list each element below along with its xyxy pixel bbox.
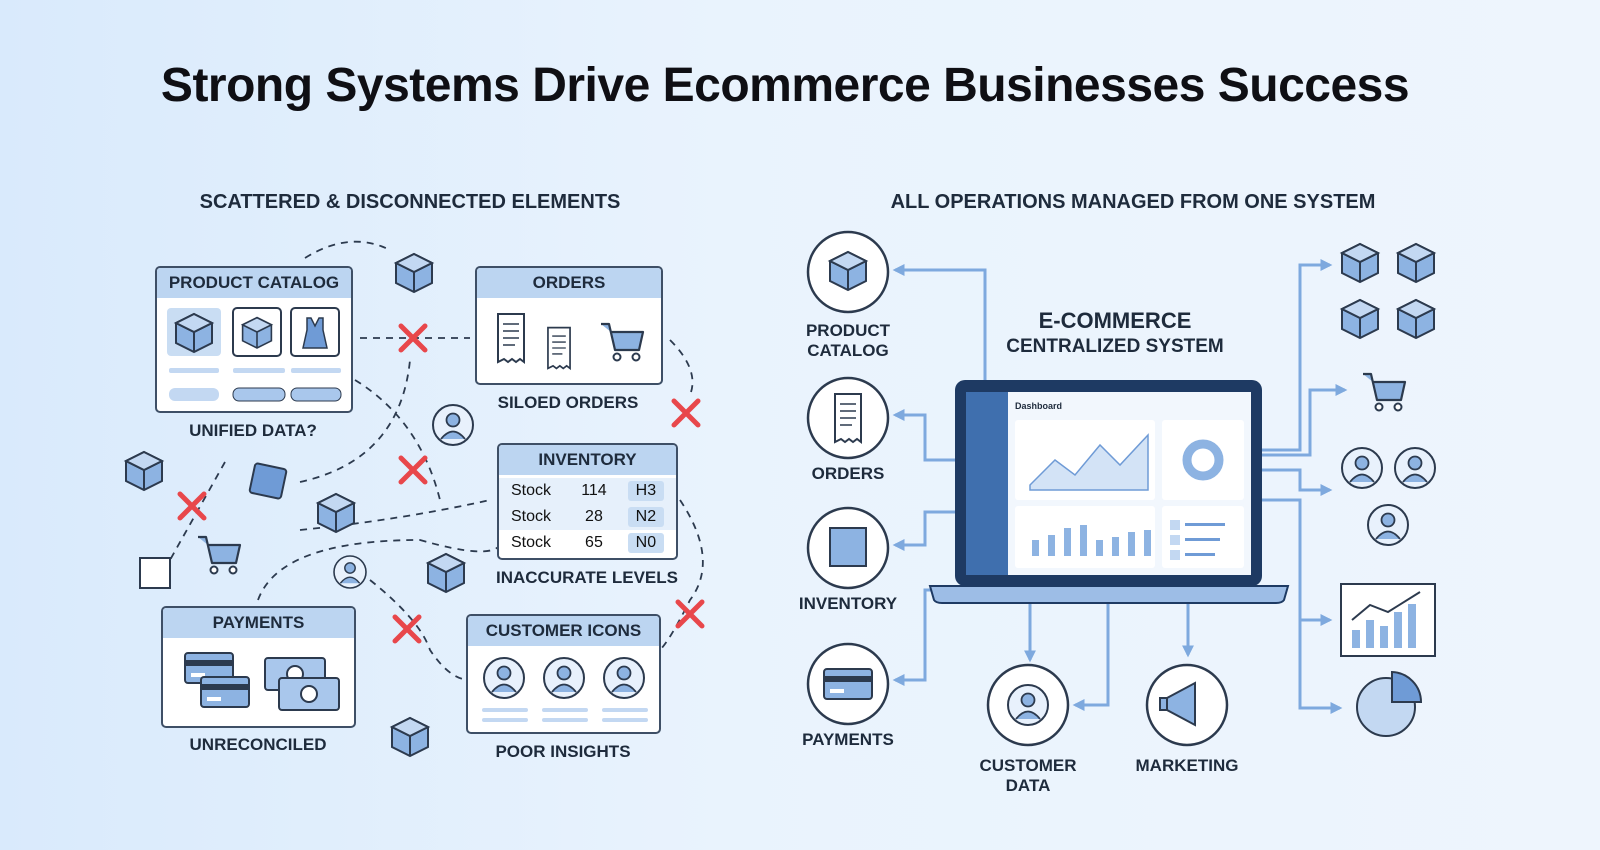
card-title: ORDERS [477, 268, 661, 298]
module-label-payments: PAYMENTS [802, 730, 894, 749]
customer-avatars [482, 657, 648, 722]
row-value: 28 [585, 508, 603, 525]
person-icon [1007, 684, 1049, 726]
person-icon [432, 404, 474, 446]
box-icon [1341, 299, 1379, 339]
left-heading: SCATTERED & DISCONNECTED ELEMENTS [199, 191, 621, 213]
product-thumbnails [167, 307, 342, 402]
person-icon [1394, 447, 1436, 489]
row-value: 114 [581, 482, 607, 499]
product-catalog-card: PRODUCT CATALOG [155, 266, 353, 413]
cash-icon [278, 677, 340, 711]
orders-caption: SILOED ORDERS [497, 393, 639, 412]
cart-icon [196, 535, 242, 575]
row-label: Stock [511, 534, 552, 551]
card-title: CUSTOMER ICONS [468, 616, 659, 646]
payments-caption: UNRECONCILED [189, 735, 327, 754]
laptop-base [928, 585, 1290, 604]
person-icon [603, 657, 645, 699]
x-mark-icon [395, 617, 419, 641]
order-items [497, 313, 645, 370]
system-title: E-COMMERCE [1038, 308, 1192, 333]
row-code: N0 [627, 533, 665, 553]
inventory-row: Stock 114 H3 [499, 478, 676, 504]
customers-caption: POOR INSIGHTS [495, 742, 631, 761]
inventory-row: Stock 65 N0 [499, 530, 676, 556]
dashboard-title: Dashboard [1015, 401, 1063, 411]
package-icon [829, 527, 867, 567]
payment-items [184, 652, 340, 711]
row-code: H3 [627, 481, 665, 501]
receipt-icon [497, 313, 525, 363]
box-icon [1397, 299, 1435, 339]
box-icon [1397, 243, 1435, 283]
cart-icon [1361, 372, 1407, 412]
dashboard-sidebar [966, 392, 1008, 575]
payments-card: PAYMENTS [161, 606, 356, 728]
row-label: Stock [511, 508, 552, 525]
x-mark-icon [401, 458, 425, 482]
system-connectors [892, 259, 1348, 714]
box-icon [391, 717, 429, 757]
right-heading: ALL OPERATIONS MANAGED FROM ONE SYSTEM [890, 191, 1376, 213]
module-label-product-catalog: PRODUCT CATALOG [805, 321, 891, 360]
card-title: PAYMENTS [163, 608, 354, 638]
box-icon [317, 493, 355, 533]
person-icon [543, 657, 585, 699]
line-chart [1029, 433, 1149, 491]
receipt-icon [547, 326, 571, 370]
box-icon [125, 451, 163, 491]
donut-chart [1182, 439, 1224, 481]
card-title: INVENTORY [499, 445, 676, 475]
page-title: Strong Systems Drive Ecommerce Businesse… [160, 59, 1410, 112]
product-catalog-caption: UNIFIED DATA? [189, 421, 317, 440]
customers-card: CUSTOMER ICONS [466, 614, 661, 734]
box-icon [241, 316, 273, 349]
credit-card-icon [823, 668, 873, 700]
module-label-customer-data: CUSTOMER DATA [979, 756, 1077, 795]
dress-icon [302, 317, 328, 349]
box-icon [175, 313, 213, 353]
package-icon [139, 557, 171, 589]
bar-chart [1032, 525, 1151, 556]
cart-icon [599, 322, 645, 362]
laptop [928, 380, 1290, 604]
card-title: PRODUCT CATALOG [157, 268, 351, 298]
output-icons [1340, 243, 1436, 737]
box-icon [1341, 243, 1379, 283]
person-icon [1341, 447, 1383, 489]
system-subtitle: CENTRALIZED SYSTEM [1006, 336, 1224, 357]
person-icon [483, 657, 525, 699]
receipt-icon [834, 393, 862, 443]
box-icon [829, 251, 867, 291]
package-icon [248, 462, 288, 500]
credit-card-icon [200, 676, 250, 708]
box-icon [427, 553, 465, 593]
row-label: Stock [511, 482, 552, 499]
inventory-card: INVENTORY Stock 114 H3 Stock 28 N2 Stock 65 N0 [497, 443, 678, 560]
module-label-marketing: MARKETING [1135, 756, 1239, 775]
x-mark-icon [678, 602, 702, 626]
megaphone-icon [1159, 681, 1196, 727]
module-circles [806, 230, 1229, 747]
row-value: 65 [585, 534, 603, 551]
x-mark-icon [674, 401, 698, 425]
floating-icons [125, 253, 474, 757]
x-mark-icon [180, 494, 204, 518]
module-label-orders: ORDERS [811, 464, 885, 483]
group-icon [1367, 504, 1409, 546]
inventory-table: Stock 114 H3 Stock 28 N2 Stock 65 N0 [499, 475, 676, 556]
person-icon [333, 555, 367, 589]
inventory-caption: INACCURATE LEVELS [496, 568, 678, 587]
orders-card: ORDERS [475, 266, 663, 385]
module-label-inventory: INVENTORY [798, 594, 898, 613]
box-icon [395, 253, 433, 293]
row-code: N2 [627, 507, 665, 527]
inventory-row: Stock 28 N2 [499, 504, 676, 530]
